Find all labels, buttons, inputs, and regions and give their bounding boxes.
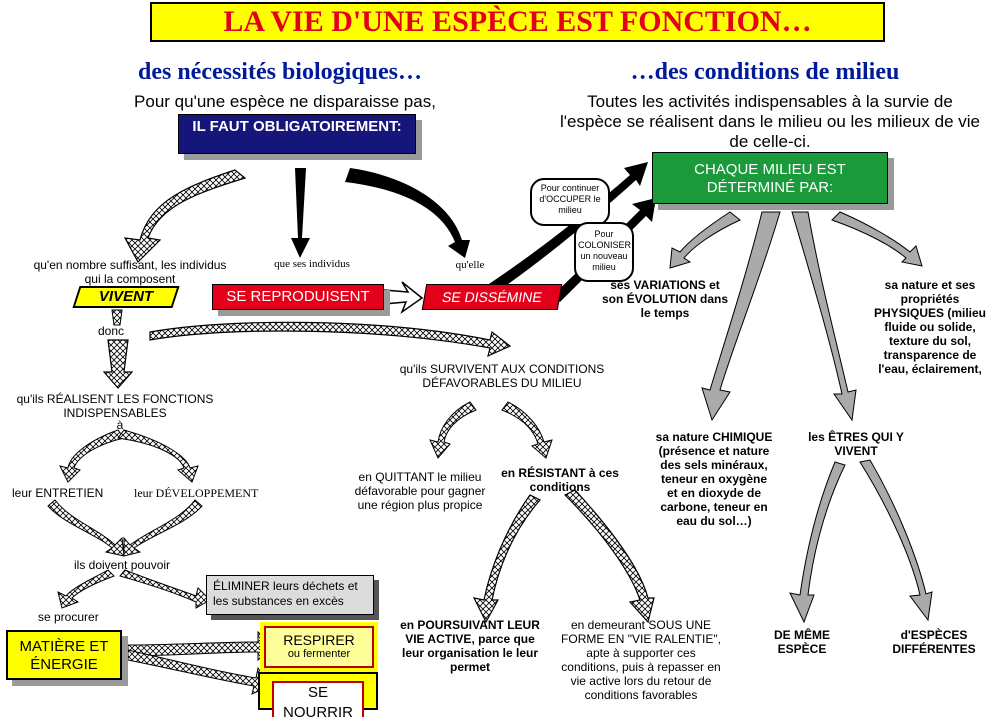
arrow-to-chimique — [701, 211, 781, 422]
demeurant-label: en demeurant SOUS UNE FORME EN "VIE RALE… — [561, 618, 721, 702]
resistant-label: en RÉSISTANT à ces conditions — [501, 466, 619, 494]
arrow-matiere-nourrir — [127, 649, 271, 695]
nourrir-outer: SE NOURRIR — [258, 672, 378, 717]
respirer-box: RESPIRER ou fermenter — [260, 622, 378, 672]
arrow-to-meme — [789, 461, 846, 624]
coloniser-label: Pour COLONISER un nouveau milieu — [578, 229, 632, 272]
meme-label: DE MÊME ESPÈCE — [773, 628, 830, 656]
survivent-label: qu'ils SURVIVENT AUX CONDITIONS DÉFAVORA… — [399, 362, 605, 390]
dissemine-box: SE DISSÉMINE — [421, 284, 563, 310]
procurer-label: se procurer — [38, 610, 99, 624]
arrow-to-eliminer — [119, 569, 211, 609]
branch-reproduce-label: que ses individus — [274, 258, 350, 270]
doivent-label: ils doivent pouvoir — [74, 558, 171, 572]
must-box-text: IL FAUT OBLIGATOIREMENT: — [192, 118, 402, 135]
arrow-donc-survivent — [149, 321, 512, 358]
physique-label: sa nature et ses propriétés PHYSIQUES (m… — [873, 278, 987, 376]
etres-label: les ÊTRES QUI Y VIVENT — [808, 430, 904, 458]
differentes-label: d'ESPÈCES DIFFÉRENTES — [892, 628, 976, 656]
occuper-bubble: Pour continuer d'OCCUPER le milieu — [530, 178, 610, 226]
arrow-to-etres — [791, 211, 857, 422]
must-box: IL FAUT OBLIGATOIREMENT: — [178, 114, 416, 154]
right-lead: Toutes les activités indispensables à la… — [560, 92, 980, 151]
coloniser-bubble: Pour COLONISER un nouveau milieu — [574, 222, 634, 282]
arrow-vivent-down — [111, 309, 123, 326]
arrow-to-resistant — [501, 401, 553, 459]
developpement-label: leur DÉVELOPPEMENT — [134, 486, 259, 500]
matiere-box: MATIÈRE ET ÉNERGIE — [6, 630, 122, 680]
entretien-label: leur ENTRETIEN — [12, 486, 104, 500]
vivent-label: VIVENT — [98, 288, 154, 305]
matiere-label: MATIÈRE ET ÉNERGIE — [19, 638, 109, 673]
arrow-to-procurer — [57, 569, 115, 609]
occuper-label: Pour continuer d'OCCUPER le milieu — [539, 183, 601, 215]
milieu-box: CHAQUE MILIEU EST DÉTERMINÉ PAR: — [652, 152, 888, 204]
right-heading: …des conditions de milieu — [630, 59, 900, 85]
milieu-label: CHAQUE MILIEU EST DÉTERMINÉ PAR: — [694, 161, 846, 196]
arrow-developpement-doivent — [123, 499, 203, 557]
arrow-entretien-doivent — [47, 499, 125, 557]
reproduisent-box: SE REPRODUISENT — [212, 284, 384, 310]
arrow-to-differentes — [859, 459, 933, 622]
respirer-label: RESPIRER — [283, 632, 355, 648]
left-lead: Pour qu'une espèce ne disparaisse pas, — [134, 92, 436, 111]
chimique-label: sa nature CHIMIQUE (présence et nature d… — [655, 430, 773, 528]
left-heading: des nécessités biologiques… — [137, 59, 422, 85]
title-banner — [150, 2, 885, 42]
branch-number-label: qu'en nombre suffisant, les individus qu… — [33, 258, 227, 286]
dissemine-label: SE DISSÉMINE — [440, 289, 544, 305]
arrow-to-variations — [669, 211, 741, 269]
eliminer-label: ÉLIMINER leurs déchets et les substances… — [213, 579, 358, 608]
arrow-to-developpement — [117, 429, 199, 483]
arrow-donc-down — [102, 339, 134, 389]
variations-label: ses VARIATIONS et son ÉVOLUTION dans le … — [601, 278, 728, 320]
reproduisent-label: SE REPRODUISENT — [226, 288, 370, 305]
arrow-to-dissemine — [345, 168, 470, 258]
arrow-to-vivent — [123, 169, 247, 263]
poursuivant-label: en POURSUIVANT LEUR VIE ACTIVE, parce qu… — [400, 618, 540, 674]
arrow-to-quittant — [429, 401, 477, 459]
page-title: LA VIE D'UNE ESPÈCE EST FONCTION… — [223, 5, 812, 38]
quittant-label: en QUITTANT le milieu défavorable pour g… — [354, 470, 486, 512]
eliminer-box: ÉLIMINER leurs déchets et les substances… — [206, 575, 374, 615]
arrow-to-physique — [831, 211, 923, 267]
arrow-to-reproduisent — [291, 168, 310, 258]
branch-disperse-label: qu'elle — [455, 259, 485, 271]
fonctions-label: qu'ils RÉALISENT LES FONCTIONS INDISPENS… — [16, 392, 214, 420]
nourrir-label: SE NOURRIR — [272, 681, 364, 717]
donc-label: donc — [98, 324, 125, 338]
fermenter-label: ou fermenter — [287, 648, 351, 660]
arrow-reproduisent-dissemine — [383, 281, 424, 315]
arrow-to-entretien — [59, 429, 125, 483]
arrow-to-demeurant — [563, 489, 655, 624]
a-label: à — [116, 418, 124, 432]
arrow-to-poursuivant — [472, 494, 541, 624]
